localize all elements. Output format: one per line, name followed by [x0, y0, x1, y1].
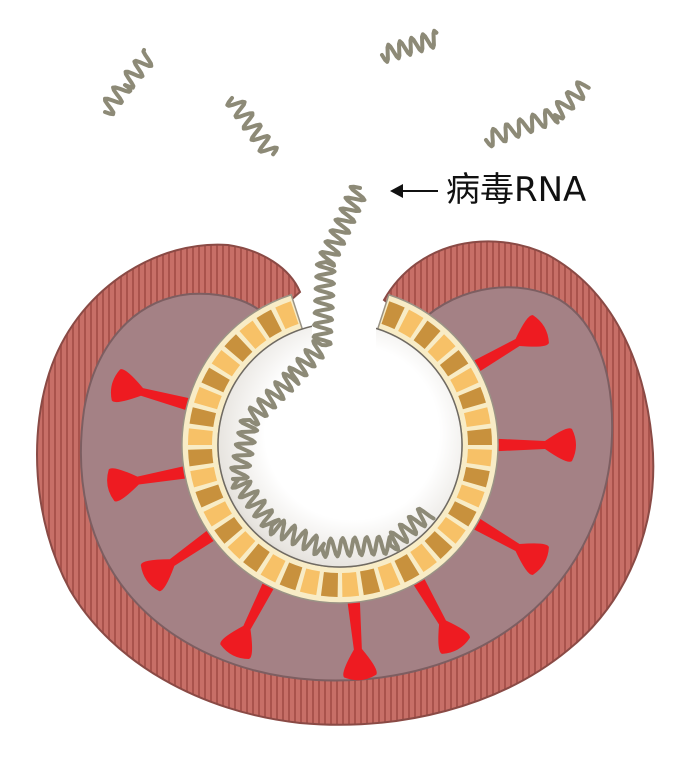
viral-rna-fragment [103, 48, 154, 117]
capsid-segment [188, 449, 214, 467]
spike-protein [457, 315, 549, 382]
capsid-segment [467, 428, 492, 445]
spike-protein [110, 369, 207, 416]
spike-protein [403, 562, 470, 654]
capsid-segment [458, 386, 486, 410]
capsid-segment [256, 309, 282, 339]
viral-rna-main [229, 184, 436, 559]
viral-rna-fragment [225, 96, 279, 157]
capsid-segment [190, 467, 218, 488]
spike-protein [220, 566, 283, 659]
left-arrow-icon [390, 184, 438, 198]
capsid-segment [394, 554, 420, 583]
capsid-segment [214, 516, 243, 544]
capsid-segment [201, 367, 230, 393]
capsid-segment [437, 516, 466, 544]
capsid-segment [450, 367, 479, 393]
capsid-segment [342, 571, 360, 597]
spike-protein [343, 583, 377, 681]
capsid-segment [381, 301, 405, 330]
viral-rna-label: 病毒RNA [446, 170, 587, 210]
capsid-segment [462, 467, 490, 488]
capsid-segment [398, 309, 424, 339]
spike-protein [140, 519, 230, 592]
capsid-segment [456, 484, 485, 508]
viral-rna-strands [103, 28, 591, 559]
capsid-segment [227, 531, 256, 560]
capsid-segment [275, 301, 299, 330]
capsid-segment [211, 349, 241, 377]
spike-protein [457, 508, 549, 575]
capsid-segment [439, 349, 469, 377]
core-cavity [217, 322, 463, 568]
capsid-segment [360, 568, 381, 596]
capsid-segment [243, 543, 270, 573]
capsid-segment [410, 543, 437, 573]
capsid-segment [203, 501, 232, 527]
spike-protein [107, 462, 204, 502]
viral-rna-fragment [380, 28, 439, 64]
capsid-segment [424, 531, 453, 560]
viral-rna-fragment [484, 80, 591, 149]
capsid-segment [463, 407, 491, 427]
arrow-head [390, 184, 403, 198]
spike-proteins [107, 315, 576, 681]
capsid-segment [320, 571, 338, 597]
capsid-segment [224, 334, 253, 362]
capsid-segment [260, 554, 286, 583]
capsid-segment [427, 334, 456, 362]
capsid-segment [448, 501, 477, 527]
capsid-segment [413, 320, 441, 349]
capsid-segment [239, 320, 267, 349]
capsid-segment [189, 407, 217, 427]
capsid-segment [299, 568, 320, 596]
capsid-segment [195, 484, 224, 508]
capsid-segment [466, 449, 492, 467]
capsid-segment [279, 562, 303, 591]
capsid-segment [377, 562, 401, 591]
capsid-segment [194, 386, 222, 410]
capsid-segment [188, 428, 213, 445]
spike-protein [480, 428, 576, 462]
